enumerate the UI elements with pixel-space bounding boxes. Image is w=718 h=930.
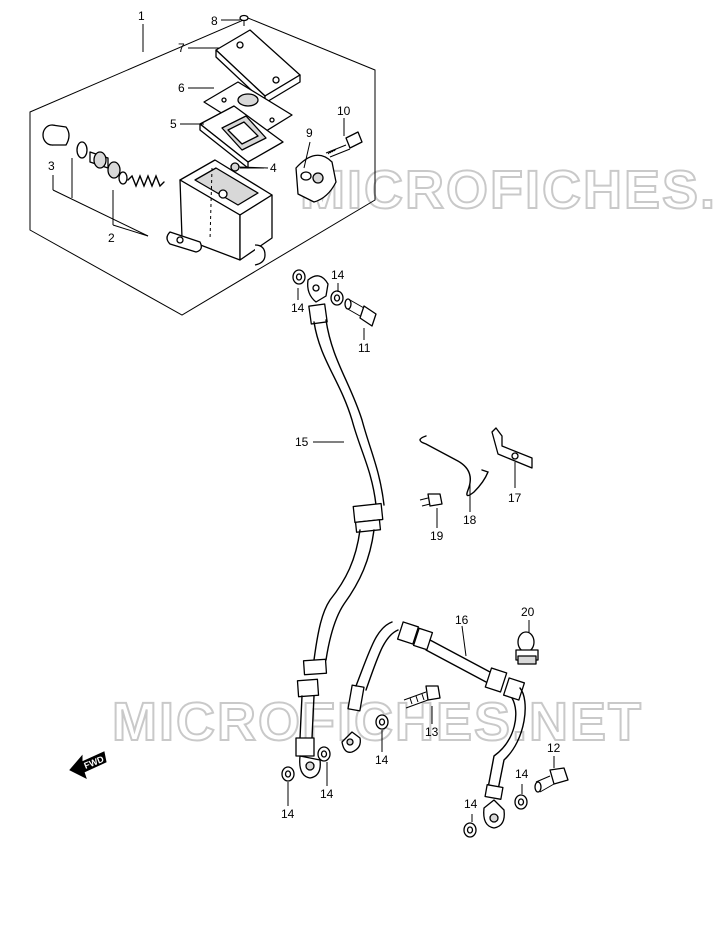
part-2-spring — [127, 174, 165, 188]
part-13-banjo-bolt — [403, 685, 441, 709]
callout-15: 15 — [295, 435, 309, 449]
part-17-bracket — [491, 427, 533, 469]
part-3-piston-kit — [42, 124, 128, 185]
callout-17: 17 — [508, 491, 522, 505]
part-8-screw — [239, 14, 249, 26]
part-20-clip — [515, 631, 539, 665]
fwd-direction-arrow-icon: FWD — [69, 751, 107, 779]
callout-11: 11 — [358, 341, 371, 355]
callout-14-e: 14 — [281, 807, 295, 821]
fwd-label: FWD — [83, 754, 106, 771]
callout-2: 2 — [108, 231, 115, 245]
callout-6: 6 — [178, 81, 185, 95]
part-4-screw — [230, 162, 269, 172]
callout-4: 4 — [270, 161, 277, 175]
part-1-master-cylinder-body — [166, 159, 273, 266]
callout-1: 1 — [138, 9, 145, 23]
callout-14-d: 14 — [320, 787, 334, 801]
callout-3: 3 — [48, 159, 55, 173]
part-10-bolt — [325, 131, 363, 158]
callout-14-a: 14 — [331, 268, 345, 282]
callout-14-b: 14 — [291, 301, 305, 315]
part-14-washers — [281, 269, 528, 838]
callout-9: 9 — [306, 126, 313, 140]
part-18-hose-guide — [419, 435, 489, 497]
callout-14-f: 14 — [515, 767, 529, 781]
callout-12: 12 — [547, 741, 561, 755]
watermark-top: MICROFICHES.NET — [300, 160, 718, 220]
callout-14-g: 14 — [464, 797, 478, 811]
part-15-upper-hose — [295, 275, 385, 779]
callout-20: 20 — [521, 605, 535, 619]
callout-19: 19 — [430, 529, 444, 543]
callout-labels: 1 2 3 4 5 6 7 8 9 10 11 12 13 14 14 14 1… — [48, 9, 561, 821]
part-9-clamp — [295, 154, 337, 203]
part-5-diaphragm — [199, 105, 284, 169]
callout-13: 13 — [425, 725, 439, 739]
callout-14-c: 14 — [375, 753, 389, 767]
callout-brackets-2-3 — [52, 158, 149, 237]
callout-5: 5 — [170, 117, 177, 131]
leader-lines — [180, 19, 555, 822]
part-16-lower-hose — [341, 621, 526, 829]
callout-18: 18 — [463, 513, 477, 527]
callout-7: 7 — [178, 41, 185, 55]
callout-8: 8 — [211, 14, 218, 28]
part-11-banjo-bolt — [344, 298, 377, 327]
callout-16: 16 — [455, 613, 469, 627]
part-19-bolt — [419, 493, 443, 507]
part-12-bolt — [534, 767, 569, 793]
callout-10: 10 — [337, 104, 351, 118]
